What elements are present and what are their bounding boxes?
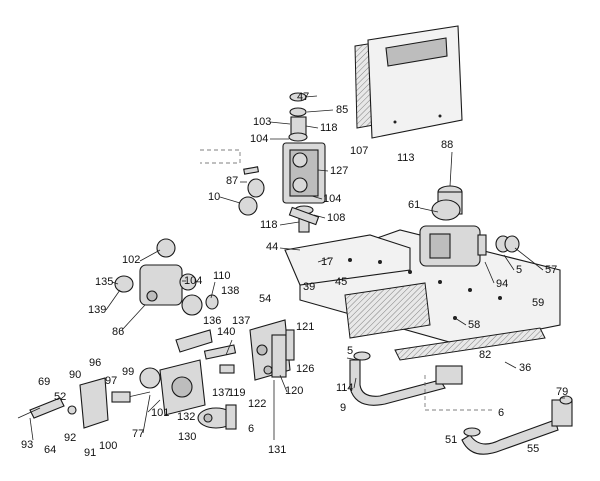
callout-c52: 52 <box>54 391 66 403</box>
callout-c54: 54 <box>259 293 271 305</box>
callout-c140: 140 <box>217 326 235 338</box>
callout-c90: 90 <box>69 369 81 381</box>
callout-c36: 36 <box>519 362 531 374</box>
callout-c96: 96 <box>89 357 101 369</box>
callout-c121: 121 <box>296 321 314 333</box>
callout-c122: 122 <box>248 398 266 410</box>
small-parts-69-93 <box>17 397 77 419</box>
callout-c6b: 6 <box>248 423 254 435</box>
callout-c85: 85 <box>336 104 348 116</box>
callout-c118b: 118 <box>260 219 278 231</box>
callout-c45: 45 <box>335 276 347 288</box>
callout-c88: 88 <box>441 139 453 151</box>
callout-c137b: 137 <box>212 387 230 399</box>
callout-labels: 47 103 85 118 104 107 113 88 127 87 10 104 61 118 108 4… <box>21 91 568 459</box>
chassis-plate-59 <box>284 229 561 361</box>
callout-c113: 113 <box>397 152 415 164</box>
pump-motor-130 <box>197 404 237 430</box>
callout-c51: 51 <box>445 434 457 446</box>
callout-c138: 138 <box>221 285 239 297</box>
spring-and-rod-77 <box>111 391 151 403</box>
callout-c94: 94 <box>496 278 508 290</box>
callout-c86: 86 <box>112 326 124 338</box>
bracket-136 <box>175 329 237 374</box>
callout-c59: 59 <box>532 297 544 309</box>
callout-c93: 93 <box>21 439 33 451</box>
callout-c6a: 6 <box>498 407 504 419</box>
callout-c55: 55 <box>527 443 539 455</box>
callout-c5a: 5 <box>516 264 522 276</box>
callout-c139: 139 <box>88 304 106 316</box>
callout-c104b: 104 <box>323 193 341 205</box>
callout-c10: 10 <box>208 191 220 203</box>
callout-c130: 130 <box>178 431 196 443</box>
callout-c137a: 137 <box>232 315 250 327</box>
callout-c39: 39 <box>303 281 315 293</box>
callout-c107: 107 <box>350 145 368 157</box>
gas-valve-127 <box>282 92 326 233</box>
callout-c92: 92 <box>64 432 76 444</box>
cover-panel-113 <box>367 25 463 139</box>
callout-c100: 100 <box>99 440 117 452</box>
callout-c97: 97 <box>105 375 117 387</box>
callout-c101: 101 <box>151 407 169 419</box>
callout-c136: 136 <box>203 315 221 327</box>
callout-c47: 47 <box>297 91 309 103</box>
callout-c79: 79 <box>556 386 568 398</box>
callout-c126: 126 <box>296 363 314 375</box>
callout-c131: 131 <box>268 444 286 456</box>
coils-10-87 <box>238 166 265 216</box>
callout-c82: 82 <box>479 349 491 361</box>
callout-c61: 61 <box>408 199 420 211</box>
pipe-114 <box>349 351 463 406</box>
callout-c44: 44 <box>266 241 278 253</box>
callout-c99: 99 <box>122 366 134 378</box>
leader-lines <box>29 95 565 441</box>
callout-c77: 77 <box>132 428 144 440</box>
callout-c57: 57 <box>545 264 557 276</box>
callout-c118a: 118 <box>320 122 338 134</box>
callout-c58: 58 <box>468 319 480 331</box>
callout-c102: 102 <box>122 254 140 266</box>
return-block-54 <box>249 319 295 381</box>
callout-c120: 120 <box>285 385 303 397</box>
callout-c9: 9 <box>340 402 346 414</box>
water-block-61 <box>419 185 520 267</box>
callout-c103: 103 <box>253 116 271 128</box>
callout-c87: 87 <box>226 175 238 187</box>
callout-c132: 132 <box>177 411 195 423</box>
callout-c114: 114 <box>336 382 354 394</box>
pipe-55 <box>461 395 573 455</box>
diverter-valve-86 <box>114 238 219 316</box>
callout-c64: 64 <box>44 444 56 456</box>
callout-c69: 69 <box>38 376 50 388</box>
housing-96 <box>79 359 206 429</box>
callout-c17: 17 <box>321 256 333 268</box>
callout-c91: 91 <box>84 447 96 459</box>
callout-c104c: 104 <box>184 275 202 287</box>
callout-c108: 108 <box>327 212 345 224</box>
callout-c110: 110 <box>213 270 231 282</box>
callout-c127: 127 <box>330 165 348 177</box>
callout-c104a: 104 <box>250 133 268 145</box>
callout-c5b: 5 <box>347 345 353 357</box>
callout-c135: 135 <box>95 276 113 288</box>
callout-c119: 119 <box>228 387 246 399</box>
